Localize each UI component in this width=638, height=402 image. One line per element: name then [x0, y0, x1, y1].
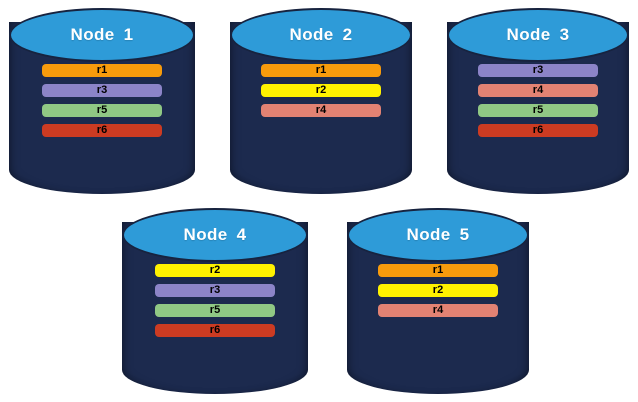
record-bar-r5[interactable]: r5 — [42, 104, 162, 117]
cylinder-shape — [230, 8, 412, 194]
cylinder-top-ellipse — [447, 8, 629, 62]
record-list: r2 r3 r5 r6 — [122, 264, 308, 337]
record-list: r1 r3 r5 r6 — [9, 64, 195, 137]
cylinder-shape — [9, 8, 195, 194]
record-bar-r2[interactable]: r2 — [261, 84, 381, 97]
record-bar-r5[interactable]: r5 — [155, 304, 275, 317]
cylinder-top-ellipse — [122, 208, 308, 262]
record-bar-r4[interactable]: r4 — [378, 304, 498, 317]
record-bar-r4[interactable]: r4 — [261, 104, 381, 117]
record-bar-r2[interactable]: r2 — [155, 264, 275, 277]
record-bar-r3[interactable]: r3 — [478, 64, 598, 77]
record-list: r3 r4 r5 r6 — [447, 64, 629, 137]
record-bar-r4[interactable]: r4 — [478, 84, 598, 97]
record-bar-r6[interactable]: r6 — [478, 124, 598, 137]
cylinder-top-ellipse — [347, 208, 529, 262]
cylinder-top-ellipse — [9, 8, 195, 62]
record-bar-r3[interactable]: r3 — [42, 84, 162, 97]
record-bar-r6[interactable]: r6 — [42, 124, 162, 137]
record-bar-r1[interactable]: r1 — [42, 64, 162, 77]
record-bar-r5[interactable]: r5 — [478, 104, 598, 117]
record-bar-r6[interactable]: r6 — [155, 324, 275, 337]
record-list: r1 r2 r4 — [347, 264, 529, 317]
record-bar-r1[interactable]: r1 — [261, 64, 381, 77]
record-list: r1 r2 r4 — [230, 64, 412, 117]
record-bar-r2[interactable]: r2 — [378, 284, 498, 297]
record-bar-r3[interactable]: r3 — [155, 284, 275, 297]
cylinder-top-ellipse — [230, 8, 412, 62]
record-bar-r1[interactable]: r1 — [378, 264, 498, 277]
